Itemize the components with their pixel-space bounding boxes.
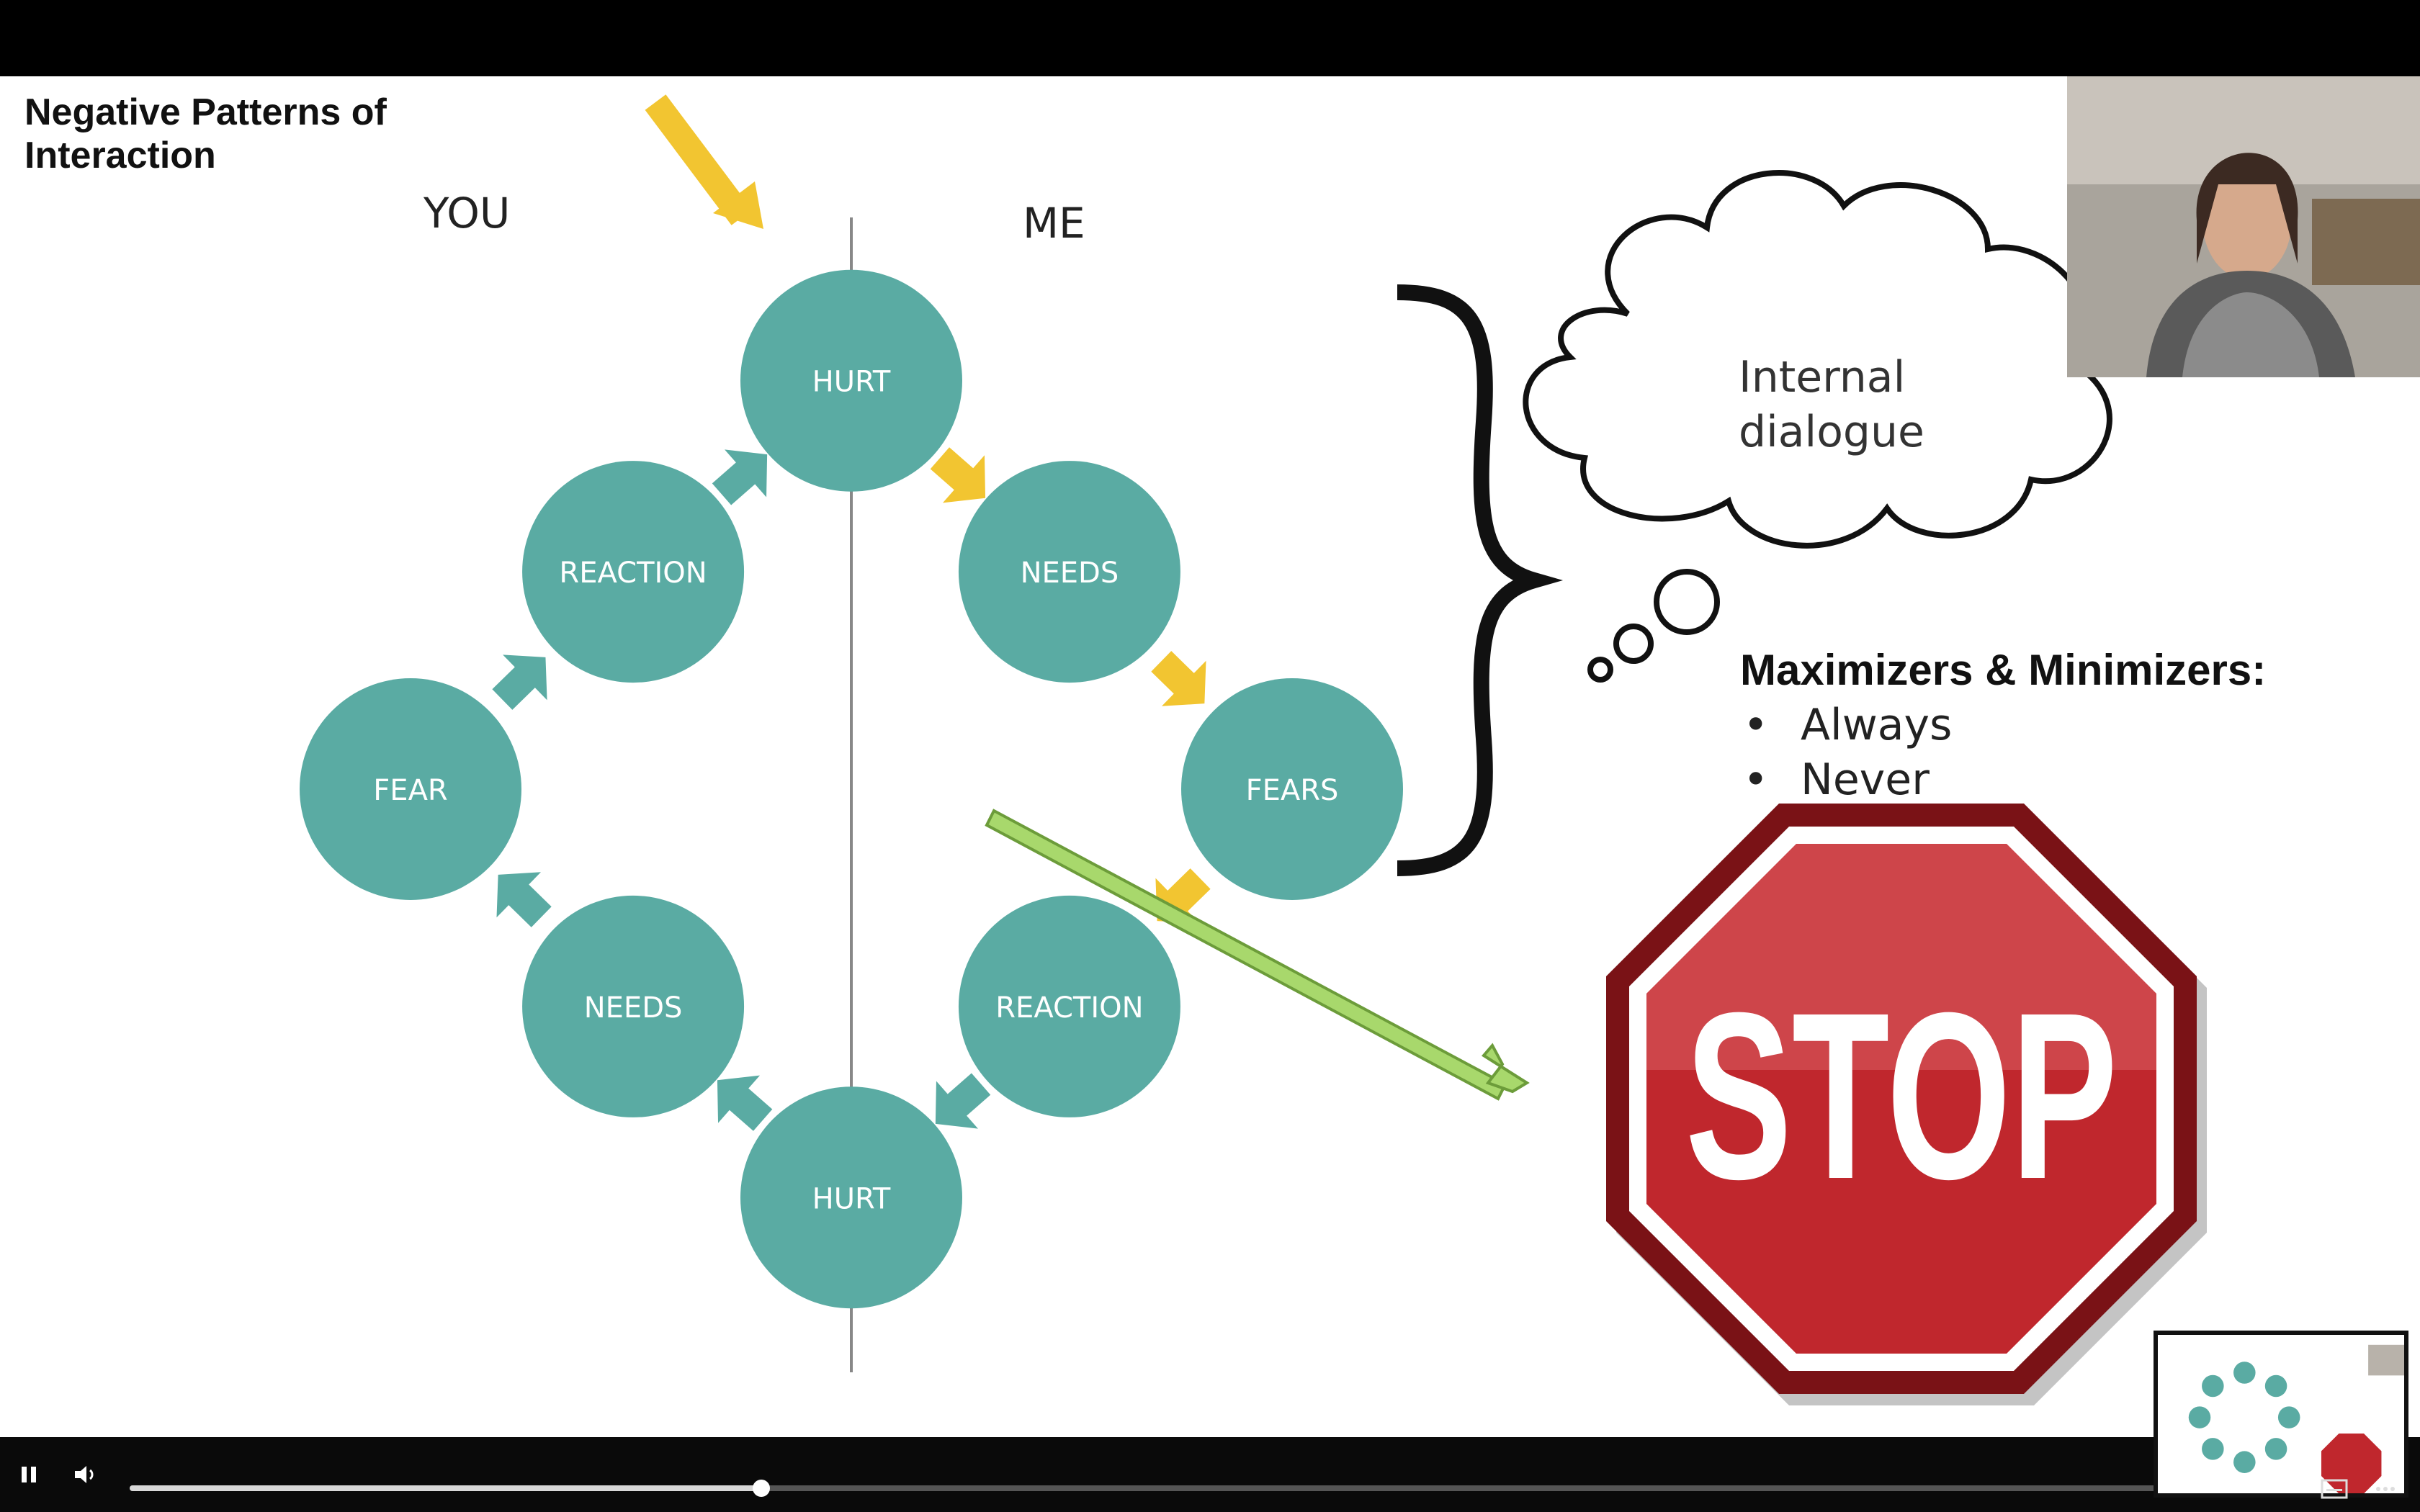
bullet-text: Always — [1801, 700, 1953, 750]
cycle-node — [740, 1086, 962, 1309]
slide-thumbnail-image — [2158, 1344, 2404, 1493]
presentation-slide: HURT NEEDS FEARS REACTION HURT NEEDS FEAR REACT… — [0, 76, 2420, 1437]
volume-icon — [75, 1466, 94, 1483]
green-arrow — [985, 809, 1530, 1101]
cycle-arrow — [492, 654, 547, 710]
cycle-arrow — [935, 1073, 991, 1129]
curly-brace — [1397, 284, 1563, 876]
more-icon — [2376, 1487, 2395, 1491]
cycle-node-label: HURT — [812, 1182, 891, 1215]
captions-icon — [2321, 1479, 2348, 1499]
cycle-node — [958, 895, 1180, 1117]
volume-button[interactable] — [65, 1453, 108, 1496]
progress-knob[interactable] — [753, 1480, 771, 1497]
presenter-webcam — [2067, 76, 2420, 377]
pause-button[interactable] — [7, 1453, 50, 1496]
bullet-item: •Never — [1743, 755, 1930, 805]
cycle-node — [740, 269, 962, 492]
stop-sign: STOP — [1606, 804, 2207, 1405]
yellow-entry-arrow — [645, 94, 763, 229]
cycle-node-label: REACTION — [995, 991, 1143, 1025]
me-label: ME — [1023, 199, 1085, 248]
cycle-node-label: REACTION — [559, 557, 707, 590]
cycle-node-label: NEEDS — [584, 991, 683, 1025]
captions-button[interactable] — [2319, 1476, 2351, 1502]
more-button[interactable] — [2370, 1476, 2401, 1502]
slide-title: Negative Patterns of Interaction — [24, 91, 387, 176]
video-top-bar — [0, 0, 2420, 76]
thought-bubble — [1523, 170, 2112, 683]
cycle-arrow — [930, 447, 986, 503]
maximizers-title: Maximizers & Minimizers: — [1740, 646, 2267, 694]
cycle-arrow — [712, 449, 768, 505]
cycle-node — [1181, 678, 1403, 900]
cycle-node — [300, 678, 521, 900]
player-controls — [0, 1437, 2420, 1512]
slide-diagram: HURT NEEDS FEARS REACTION HURT NEEDS FEAR REACT… — [300, 94, 2207, 1405]
progress-fill — [130, 1485, 762, 1491]
cycle-node-label: FEARS — [1246, 774, 1339, 807]
cycle-arrow — [717, 1075, 773, 1131]
preview-thumbnail[interactable] — [2154, 1331, 2408, 1498]
stop-sign-text: STOP — [1685, 963, 2118, 1228]
bullet-text: Never — [1801, 755, 1930, 805]
cycle-node — [522, 895, 745, 1117]
cycle-node-label: NEEDS — [1021, 557, 1119, 590]
pause-icon — [22, 1467, 36, 1482]
cycle-node — [522, 461, 745, 683]
cycle-arrow — [496, 872, 552, 927]
progress-bar[interactable] — [130, 1480, 2161, 1497]
bullet-item: •Always — [1743, 700, 1953, 750]
cycle-node — [958, 461, 1180, 683]
thought-bubble-text: Internal dialogue — [1739, 352, 1924, 457]
cycle-node-label: HURT — [812, 366, 891, 399]
presenter-video-icon — [2067, 76, 2420, 377]
you-label: YOU — [424, 189, 511, 238]
cycle-node-label: FEAR — [373, 774, 447, 807]
cycle-arrow — [1151, 651, 1206, 706]
